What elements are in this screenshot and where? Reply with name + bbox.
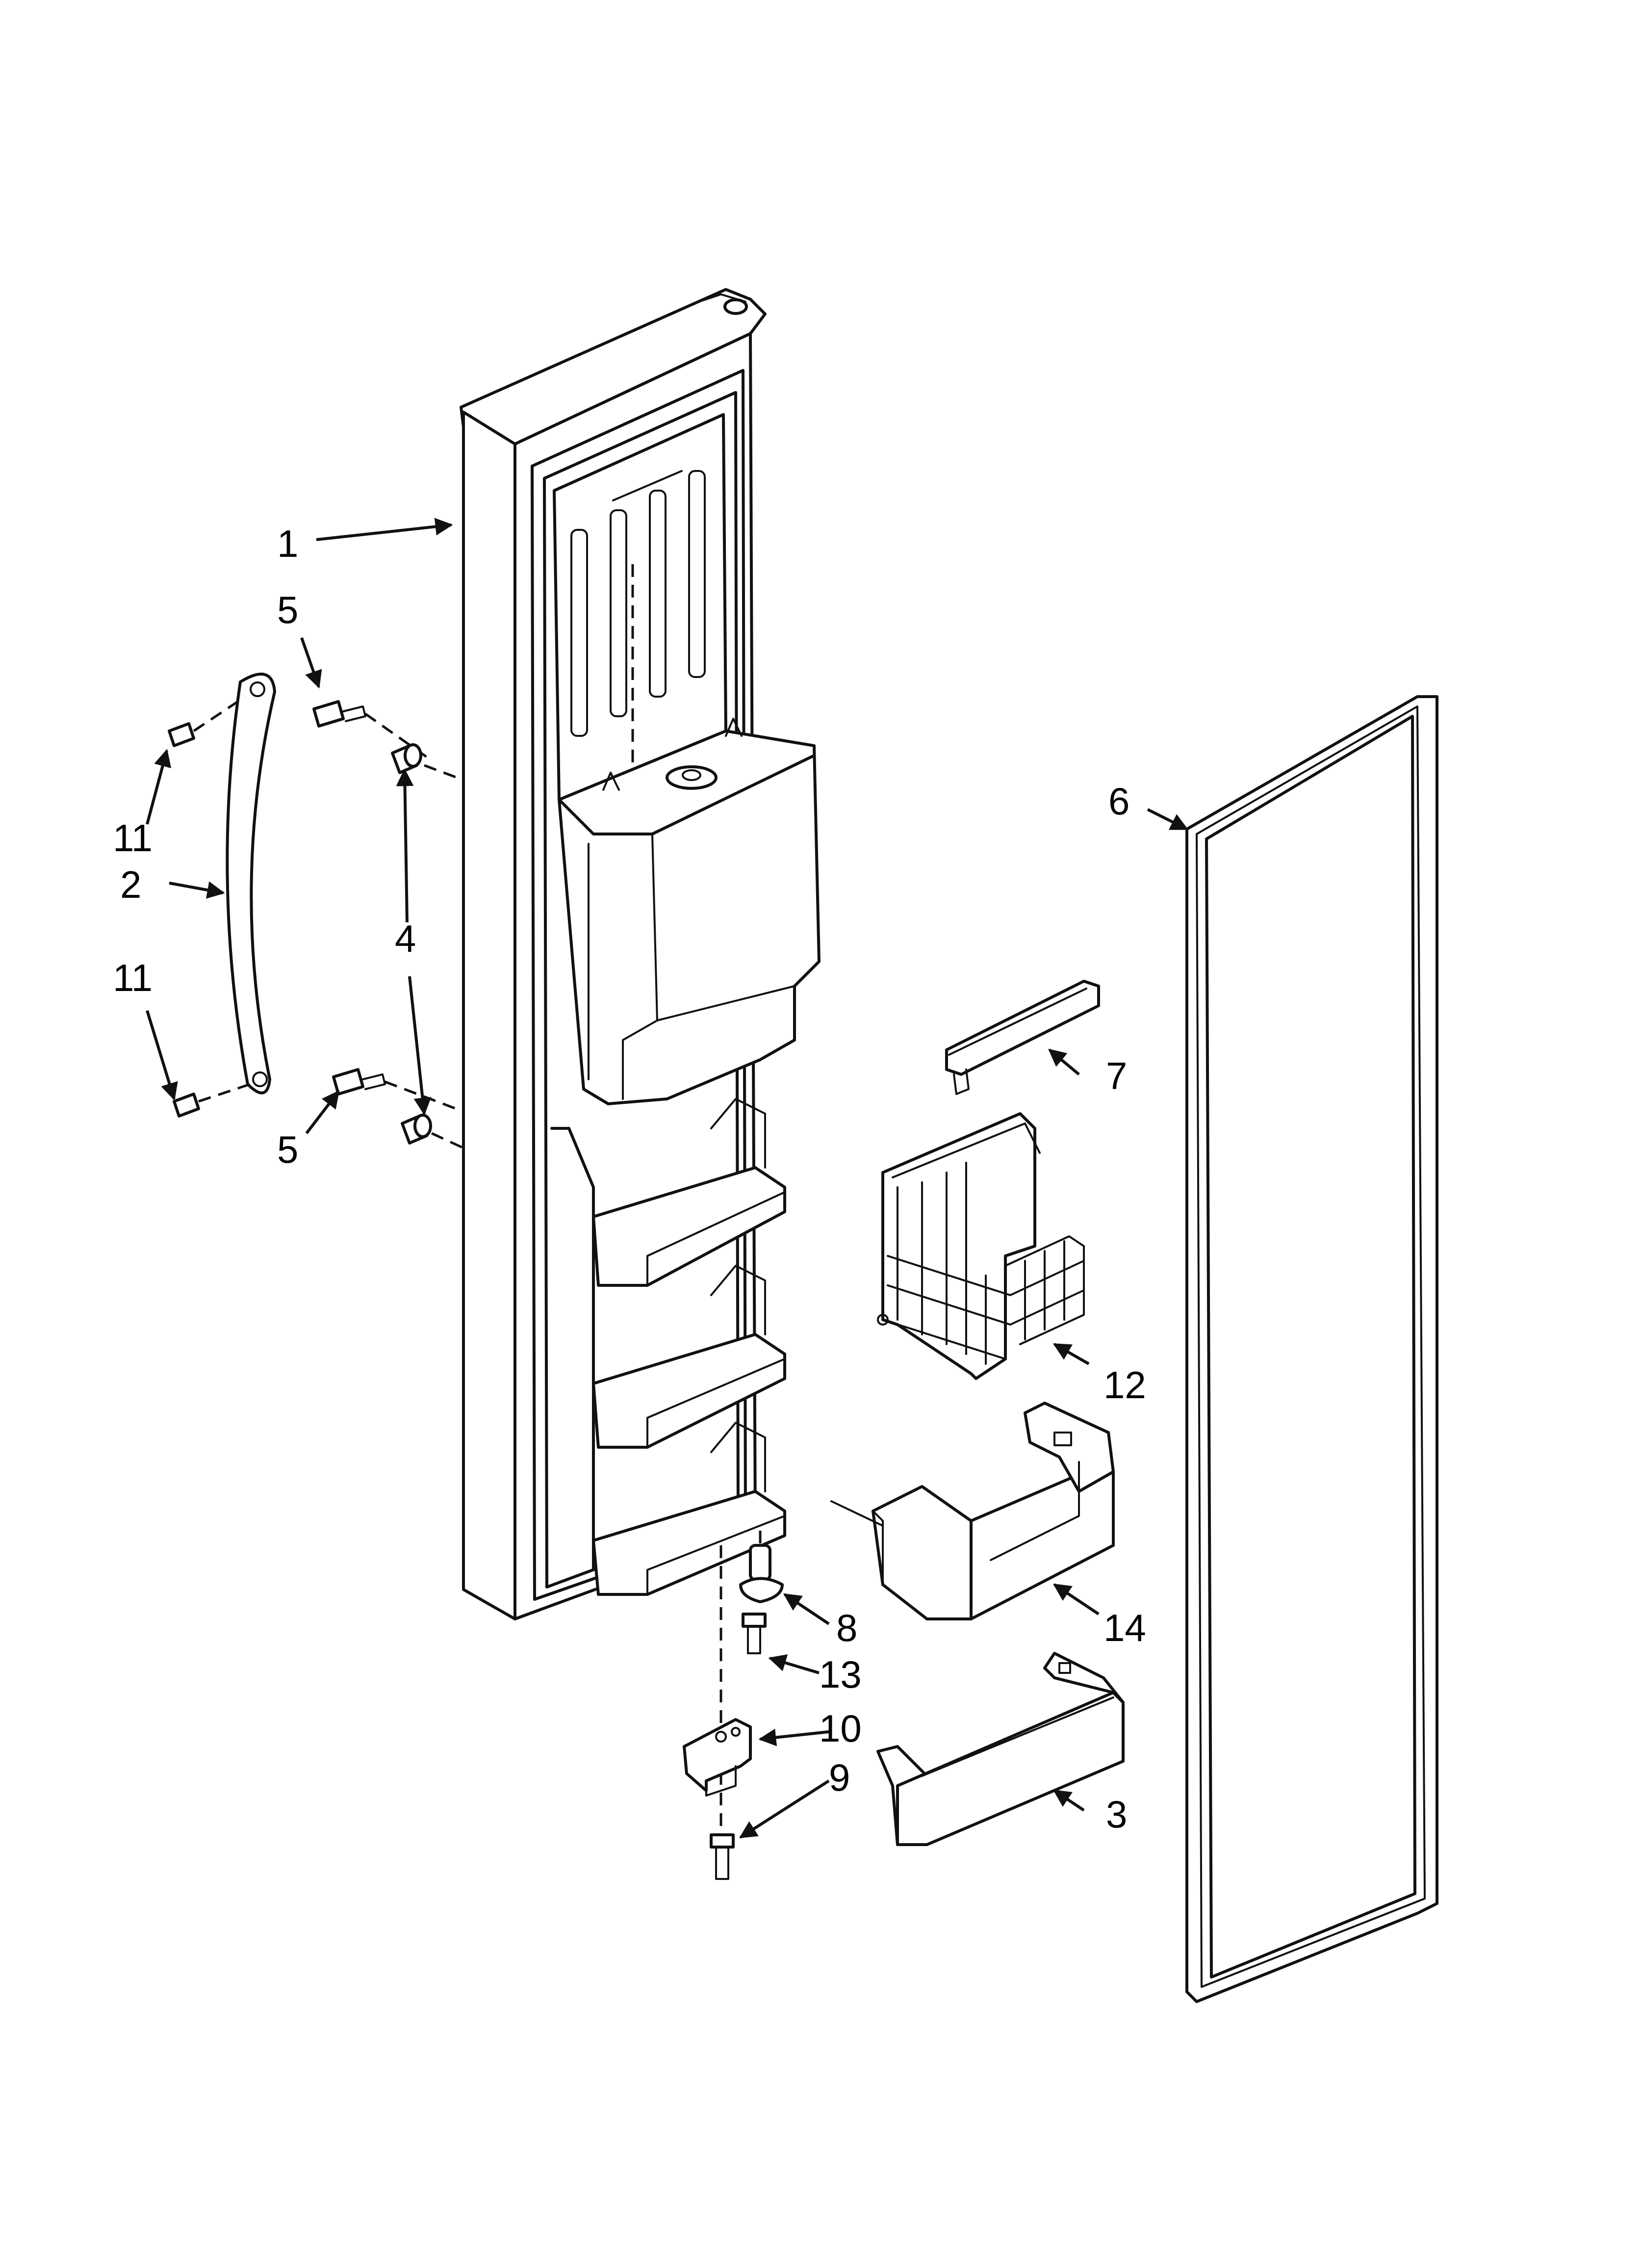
callout-13: 13 [819, 1653, 862, 1696]
callout-3: 3 [1106, 1793, 1127, 1836]
callout-14: 14 [1103, 1606, 1146, 1649]
door-bin-lower [876, 1652, 1125, 1846]
spacer-lower [401, 1114, 464, 1149]
hinge-pin [739, 1531, 784, 1603]
trim-strip [945, 980, 1100, 1095]
callout-10: 10 [819, 1707, 862, 1750]
door-shelf-1 [592, 1098, 786, 1287]
hinge-screw-upper [742, 1613, 767, 1654]
door-bin-upper [830, 1402, 1115, 1620]
hinge-bracket [683, 1718, 752, 1797]
leader-lines [146, 518, 1189, 1839]
callout-11-lower: 11 [113, 956, 153, 999]
screw-lower [332, 1068, 457, 1110]
callout-8: 8 [836, 1606, 857, 1649]
callout-4: 4 [395, 917, 416, 960]
door-handle [226, 673, 276, 1095]
callout-2: 2 [120, 863, 141, 906]
handle-screw-lower [173, 1083, 251, 1118]
door-shelf-2 [592, 1265, 786, 1449]
hinge-screw-lower [710, 1833, 735, 1880]
callout-9: 9 [829, 1756, 850, 1799]
callout-7: 7 [1106, 1054, 1127, 1097]
callout-1: 1 [277, 522, 298, 565]
callout-labels: 1 2 3 4 5 5 6 7 8 9 10 11 11 12 13 14 [113, 522, 1146, 1836]
door-gasket [1185, 695, 1438, 2003]
callout-6: 6 [1108, 780, 1129, 823]
door-shelf-3 [592, 1422, 786, 1596]
callout-12: 12 [1103, 1363, 1146, 1407]
spacer-upper [391, 743, 464, 782]
callout-5-upper: 5 [277, 588, 298, 631]
wire-basket [877, 1112, 1085, 1380]
freezer-door [460, 288, 821, 1620]
callout-11-upper: 11 [113, 816, 153, 860]
handle-screw-upper [168, 695, 246, 747]
callout-5-lower: 5 [277, 1128, 298, 1171]
